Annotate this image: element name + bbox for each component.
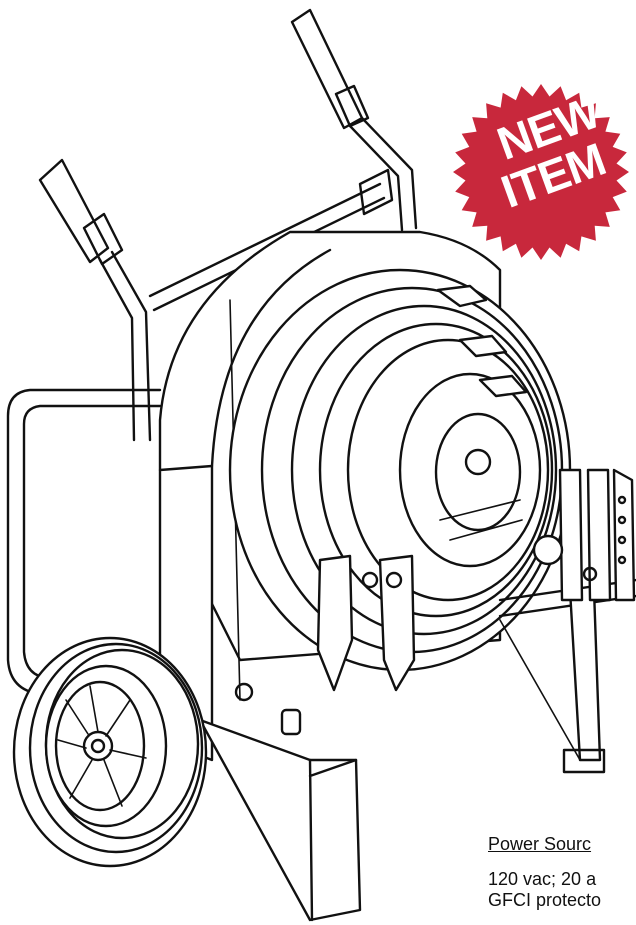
cart-wheel [12, 636, 208, 868]
specs-panel: Power Sourc 120 vac; 20 a GFCI protecto [488, 834, 636, 911]
specs-line: GFCI protecto [488, 890, 602, 910]
specs-line: 120 vac; 20 a [488, 869, 597, 889]
drum-clamps [316, 284, 528, 692]
cart-base [198, 718, 362, 922]
specs-heading: Power Sourc [488, 834, 592, 854]
guide-stand [498, 468, 636, 774]
new-item-badge: NEW ITEM [450, 82, 632, 267]
cart-handle-right [290, 8, 418, 232]
seal-shape [453, 84, 629, 260]
cart-handle-left [38, 158, 152, 442]
